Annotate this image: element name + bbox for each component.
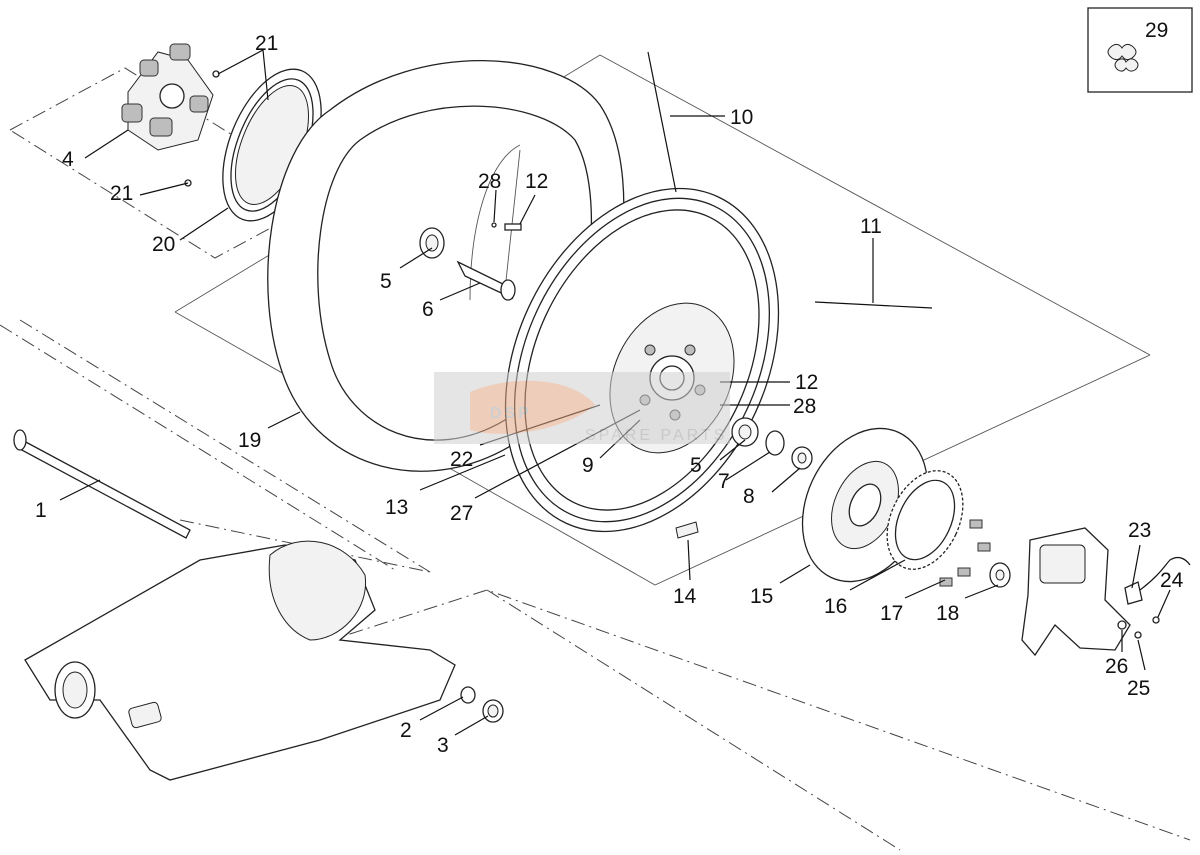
part-5-bearing-left [419,227,445,259]
callout-4: 4 [62,148,74,171]
callout-17: 17 [880,602,903,625]
callout-25: 25 [1127,677,1150,700]
callout-20: 20 [152,233,175,256]
part-23-abs-sensor [1124,556,1191,605]
part-26-screw [1117,620,1127,630]
part-3-nut [482,699,504,723]
watermark-logo-text: DSP [490,405,532,422]
part-5-bearing-right [731,417,759,447]
part-28-grub-top [491,222,497,228]
callout-18: 18 [936,602,959,625]
callout-16: 16 [824,595,847,618]
part-29-clip-kit [1087,7,1193,93]
part-12-bush-top [504,223,522,231]
callout-10: 10 [730,106,753,129]
part-24-sensor-screw [1152,616,1160,624]
callout-3: 3 [437,734,449,757]
callout-26: 26 [1105,655,1128,678]
part-8-spacer-ring [791,446,813,470]
part-6-spacer [456,260,516,301]
part-1-wheel-axle [13,429,191,539]
callout-19: 19 [238,429,261,452]
callout-5-left: 5 [380,270,392,293]
callout-6: 6 [422,298,434,321]
callout-11: 11 [860,215,882,238]
callout-27: 27 [450,502,473,525]
callout-14: 14 [673,585,697,608]
part-7-circlip [765,430,785,456]
callout-21-top: 21 [255,32,278,55]
callout-12-right: 12 [795,371,818,394]
callout-29: 29 [1145,19,1168,42]
callout-28-top: 28 [478,170,501,193]
callout-7: 7 [718,470,730,493]
part-11-spoke [814,301,933,309]
callout-2: 2 [400,719,412,742]
callout-labels: 1 2 3 4 5 5 6 7 8 9 10 11 12 12 13 14 15… [35,19,1184,757]
part-14-balance-weight [675,521,699,539]
part-2-washer [460,686,476,704]
callout-28-right: 28 [793,395,816,418]
part-25-screw [1134,631,1142,639]
callout-24: 24 [1160,569,1184,592]
callout-13: 13 [385,496,408,519]
watermark-text: SPARE PARTS [585,427,727,444]
swingarm [24,540,456,781]
callout-22: 22 [450,448,473,471]
part-caliper-bracket [1021,527,1131,657]
callout-9: 9 [582,454,594,477]
callout-21-left: 21 [110,182,133,205]
part-4-flexible-coupling [121,43,214,151]
part-18-spacer [989,562,1011,588]
part-17-disc-bolts [939,519,991,587]
part-16-abs-tone-ring [886,470,964,570]
callout-23: 23 [1128,519,1151,542]
callout-5-right: 5 [690,454,702,477]
callout-15: 15 [750,585,773,608]
callout-1: 1 [35,499,47,522]
callout-8: 8 [743,485,755,508]
watermark-logo: DSP SPARE PARTS [434,372,730,444]
callout-12-top: 12 [525,170,548,193]
part-10-spoke [647,51,677,193]
